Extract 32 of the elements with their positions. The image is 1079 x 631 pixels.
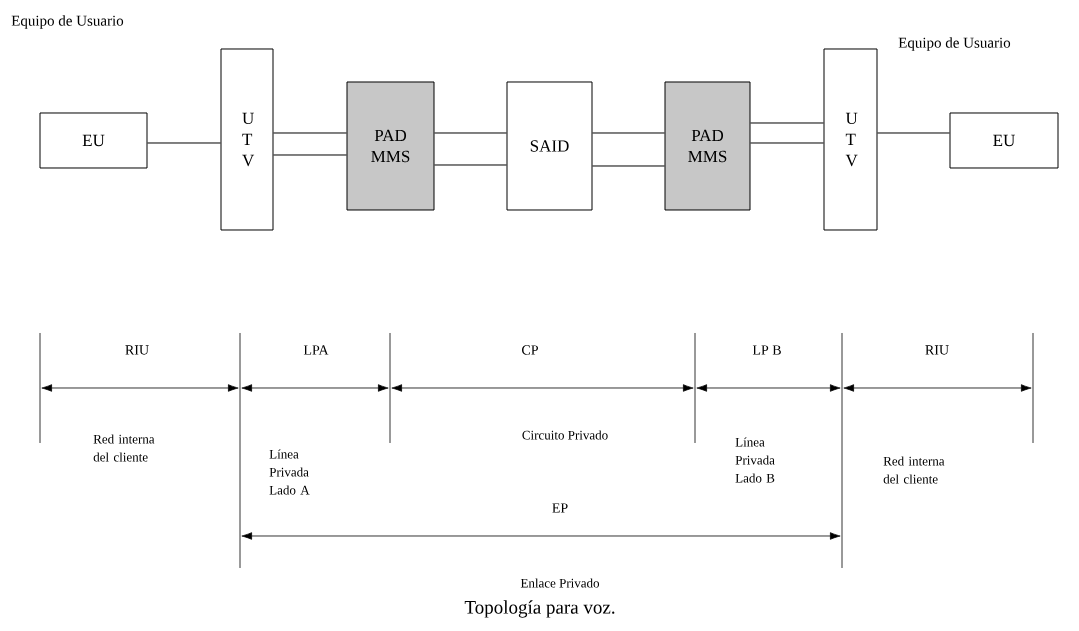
segment-description: Línea Privada Lado B xyxy=(735,437,775,483)
connector-line xyxy=(273,154,347,156)
connector-line xyxy=(877,132,950,134)
equipment-label: Equipo de Usuario xyxy=(898,37,1011,51)
segment-description: Enlace Privado xyxy=(520,578,600,588)
connector-line xyxy=(592,165,665,167)
connector-line xyxy=(750,122,824,124)
switch-box: SAID xyxy=(506,81,593,211)
segment-description: Red interna del cliente xyxy=(883,456,945,484)
segment-label: CP xyxy=(522,345,538,355)
segment-label: RIU xyxy=(925,345,949,355)
connector-line xyxy=(147,142,221,144)
caption: Topología para voz. xyxy=(464,600,615,618)
connector-line xyxy=(750,142,824,144)
terminal-unit-box: U T V xyxy=(823,48,878,231)
connector-line xyxy=(434,164,507,166)
segment-label: LPA xyxy=(303,345,329,355)
segment-description: Línea Privada Lado A xyxy=(269,449,310,495)
connector-line xyxy=(273,132,347,134)
segment-description: Red interna del cliente xyxy=(93,434,155,462)
equipment-box: EU xyxy=(39,112,148,169)
segment-label: RIU xyxy=(125,345,149,355)
equipment-box: EU xyxy=(949,112,1059,169)
equipment-label: Equipo de Usuario xyxy=(11,15,124,29)
pad-box: PAD MMS xyxy=(664,81,751,211)
connector-line xyxy=(434,132,507,134)
pad-box: PAD MMS xyxy=(346,81,435,211)
segment-description: Circuito Privado xyxy=(522,430,608,440)
terminal-unit-box: U T V xyxy=(220,48,274,231)
segment-label: LP B xyxy=(752,345,781,355)
segment-label: EP xyxy=(552,503,568,513)
connector-line xyxy=(592,132,665,134)
